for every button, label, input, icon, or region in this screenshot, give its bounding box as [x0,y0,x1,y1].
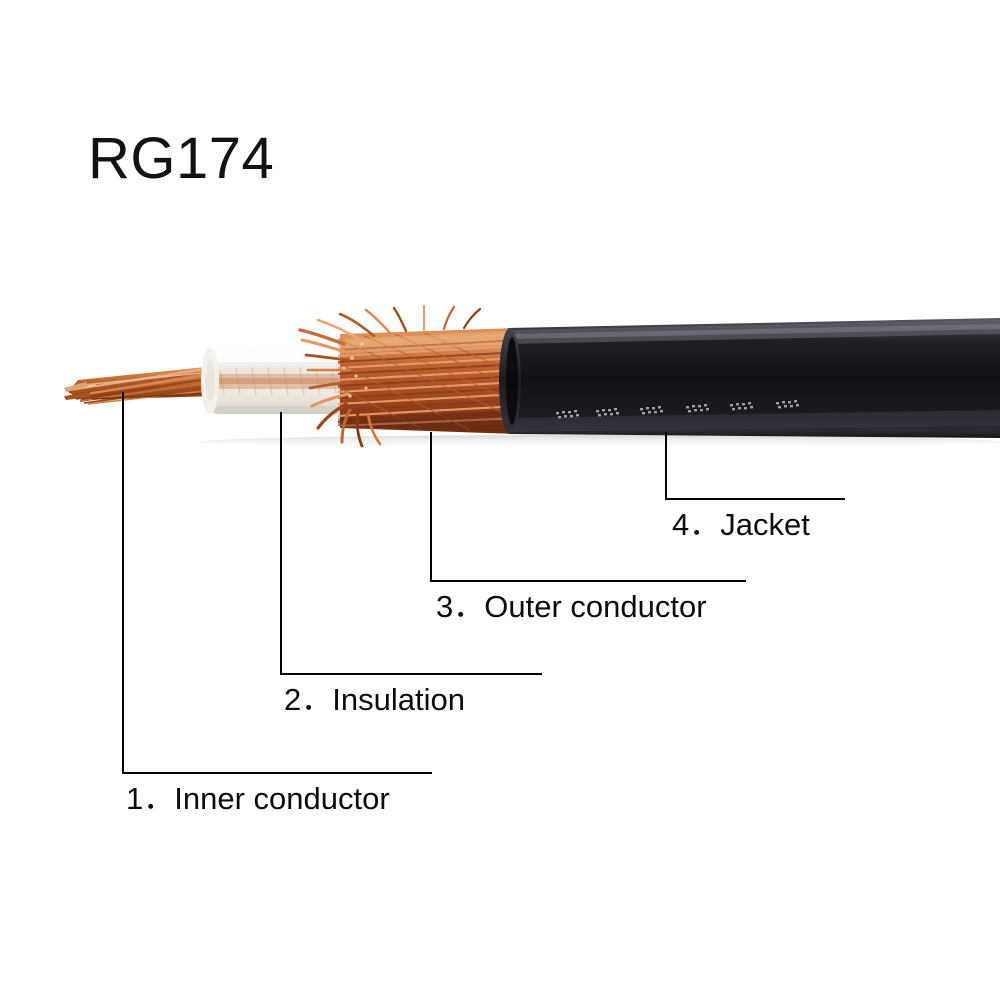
leader-line-2-horizontal [280,673,542,675]
jacket-part [499,318,1000,438]
leader-line-3-vertical [430,432,432,582]
leader-line-2-vertical [280,412,282,675]
coaxial-cable-illustration [64,304,1000,449]
leader-line-1-vertical [122,392,124,774]
callout-label-outer-conductor: 3．Outer conductor [436,589,707,624]
insulation-part [201,348,357,414]
page-title: RG174 [88,126,275,191]
leader-line-4-horizontal [665,498,845,500]
callout-label-insulation: 2．Insulation [284,682,465,717]
leader-line-1-horizontal [122,772,432,774]
outer-conductor-part [298,304,520,448]
callout-label-jacket: 4．Jacket [672,507,810,542]
leader-line-4-vertical [665,432,667,500]
inner-conductor-part [64,366,215,405]
callout-label-inner-conductor: 1．Inner conductor [126,781,390,816]
leader-line-3-horizontal [430,580,746,582]
